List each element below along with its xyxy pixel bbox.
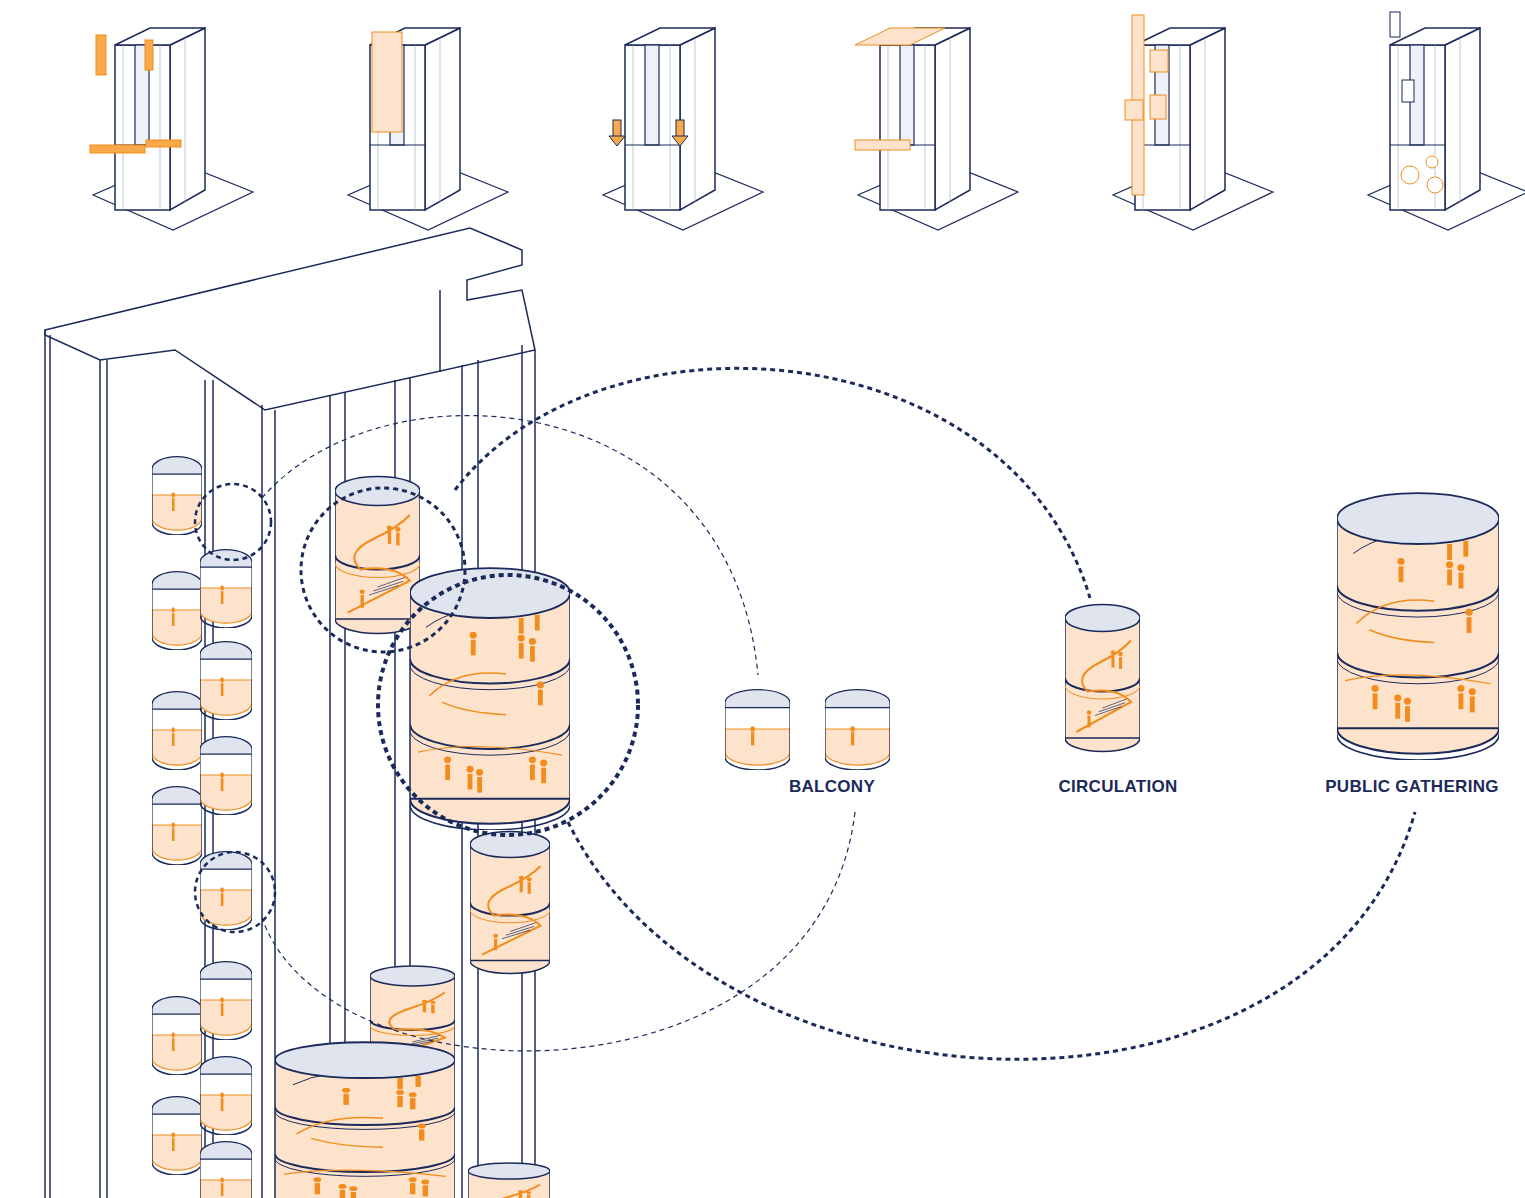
section-label: CIRCULATION	[1055, 777, 1180, 797]
section-label: PUBLIC GATHERING	[1322, 777, 1502, 797]
section-label: BALCONY	[786, 777, 878, 797]
